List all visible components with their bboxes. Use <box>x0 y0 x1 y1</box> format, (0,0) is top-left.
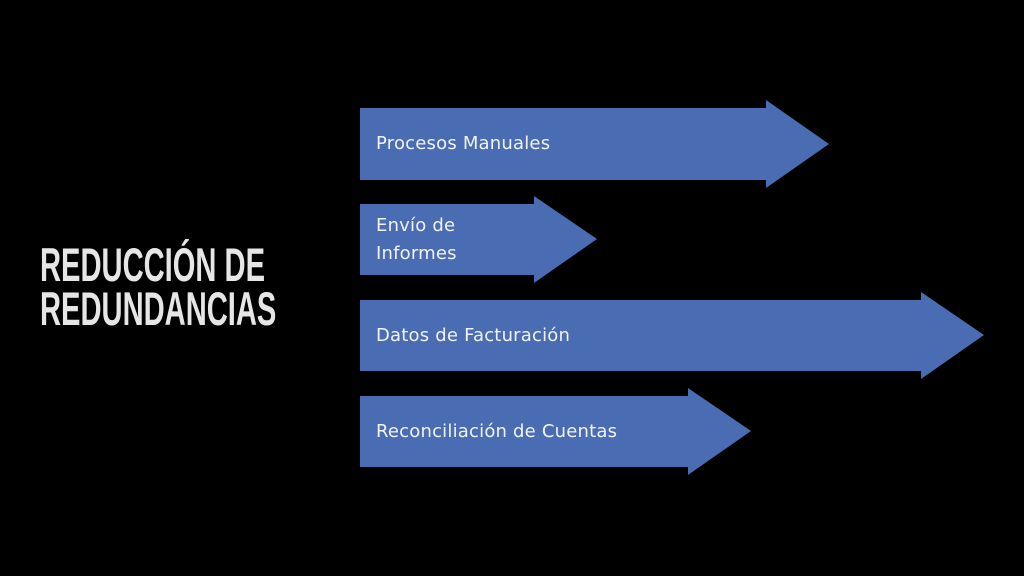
arrow-label: Envío de Informes <box>376 214 457 266</box>
arrow-procesos-manuales <box>360 100 829 188</box>
arrow-reconciliacion-de-cuentas <box>360 388 751 475</box>
arrow-label: Datos de Facturación <box>376 325 571 346</box>
arrow-datos-de-facturacion <box>360 292 984 379</box>
arrow-label-line: Envío de <box>376 215 456 236</box>
title-line-2: REDUNDANCIAS <box>40 282 277 335</box>
arrow-label-line: Informes <box>376 243 457 264</box>
title-line-1: REDUCCIÓN DE <box>40 238 266 291</box>
arrow-label: Reconciliación de Cuentas <box>376 421 618 442</box>
arrow-label: Procesos Manuales <box>376 133 551 154</box>
slide-title: REDUCCIÓN DE REDUNDANCIAS <box>40 238 277 335</box>
arrow-envio-de-informes <box>360 196 597 283</box>
